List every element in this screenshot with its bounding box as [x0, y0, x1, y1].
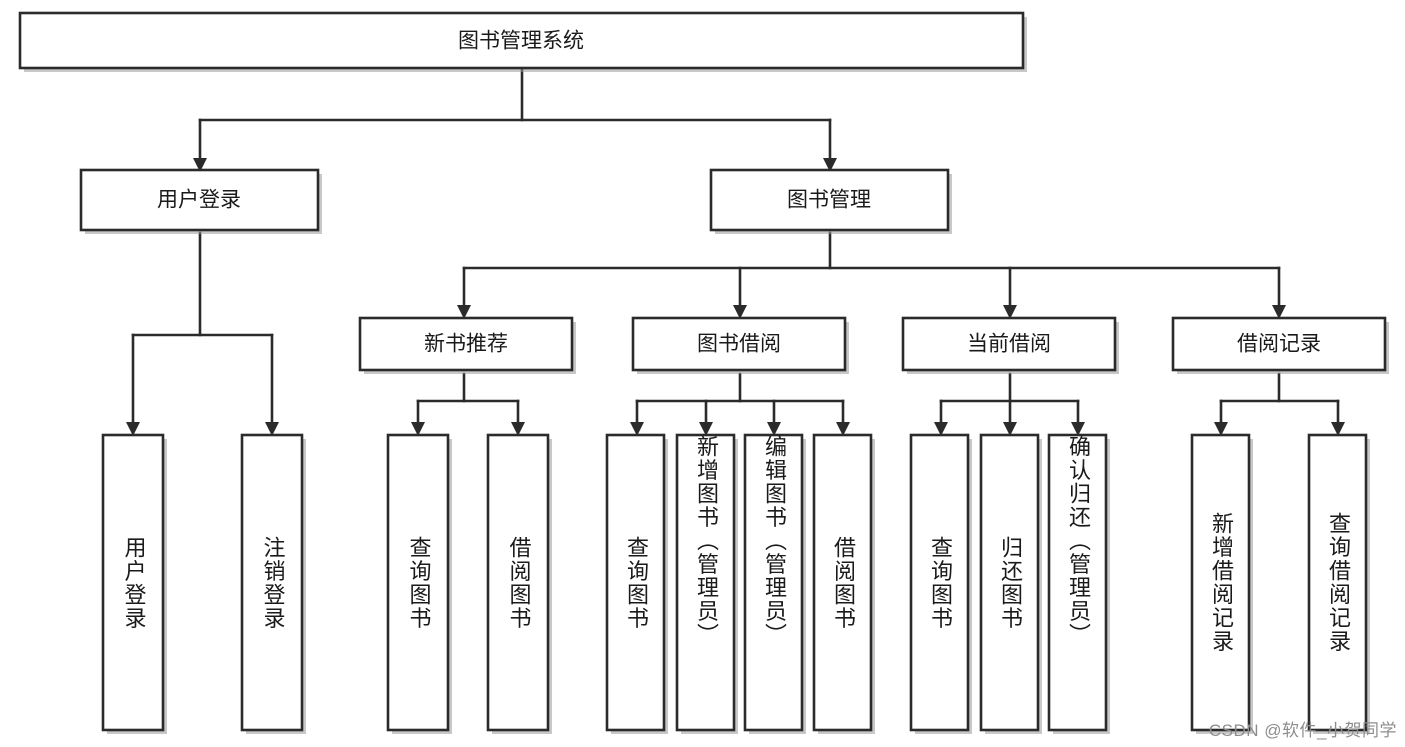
node-borrow-record[interactable]: 借阅记录 — [1171, 316, 1389, 374]
arrow-book-mgmt-to-borrow — [733, 305, 747, 319]
leaf-box-query-book-2[interactable] — [605, 433, 666, 732]
arrow-user-login-leaf1 — [126, 422, 140, 436]
leaf-box-user-login[interactable] — [101, 433, 165, 732]
node-user-login-label: 用户登录 — [157, 189, 241, 212]
leaf-box-borrow-book-1[interactable] — [486, 433, 550, 732]
leaf-box-logout[interactable] — [240, 433, 304, 732]
arrow-newbook-leaf1 — [411, 422, 425, 436]
arrow-borrow-leaf3 — [767, 422, 781, 436]
node-current-borrow-label: 当前借阅 — [967, 333, 1051, 356]
arrow-root-to-book-mgmt — [823, 158, 837, 172]
leaf-box-edit-book-admin[interactable] — [743, 433, 804, 732]
connector-group-record — [1214, 372, 1345, 436]
leaf-box-query-book-3[interactable] — [909, 433, 970, 732]
connector-group-newbook — [411, 372, 525, 436]
arrow-record-leaf2 — [1331, 422, 1345, 436]
connector-group-user-login — [126, 231, 279, 436]
connector-group-book-mgmt — [457, 231, 1286, 319]
node-user-login[interactable]: 用户登录 — [79, 168, 322, 234]
node-book-management[interactable]: 图书管理 — [709, 168, 952, 234]
arrow-current-leaf2 — [1003, 422, 1017, 436]
arrow-borrow-leaf4 — [836, 422, 850, 436]
arrow-book-mgmt-to-current — [1003, 305, 1017, 319]
leaf-box-add-borrow-record[interactable] — [1190, 433, 1251, 732]
connector-group-borrow — [630, 372, 850, 436]
node-borrow-record-label: 借阅记录 — [1237, 333, 1321, 356]
leaf-box-query-book-1[interactable] — [386, 433, 450, 732]
node-new-book-recommend[interactable]: 新书推荐 — [358, 316, 576, 374]
node-root[interactable]: 图书管理系统 — [18, 11, 1027, 72]
arrow-book-mgmt-to-newbook — [457, 305, 471, 319]
node-book-borrow[interactable]: 图书借阅 — [631, 316, 849, 374]
node-book-borrow-label: 图书借阅 — [697, 333, 781, 356]
arrow-current-leaf1 — [934, 422, 948, 436]
node-root-label: 图书管理系统 — [458, 30, 584, 53]
leaf-box-group — [101, 433, 1370, 734]
node-book-management-label: 图书管理 — [787, 189, 871, 212]
csdn-watermark: CSDN @软件_小贺同学 — [1208, 721, 1397, 740]
arrow-record-leaf1 — [1214, 422, 1228, 436]
leaf-box-confirm-return-admin[interactable] — [1047, 433, 1108, 732]
arrow-newbook-leaf2 — [511, 422, 525, 436]
arrow-borrow-leaf2 — [699, 422, 713, 436]
arrow-current-leaf3 — [1071, 422, 1085, 436]
leaf-box-add-book-admin[interactable] — [675, 433, 736, 732]
arrow-book-mgmt-to-record — [1272, 305, 1286, 319]
arrow-user-login-leaf2 — [265, 422, 279, 436]
node-new-book-recommend-label: 新书推荐 — [424, 333, 508, 356]
node-current-borrow[interactable]: 当前借阅 — [901, 316, 1119, 374]
leaf-box-return-book[interactable] — [979, 433, 1040, 732]
connector-group-root — [193, 66, 837, 172]
connector-group-current — [934, 372, 1085, 436]
leaf-box-query-borrow-record[interactable] — [1307, 433, 1368, 732]
leaf-box-borrow-book-2[interactable] — [812, 433, 873, 732]
arrow-borrow-leaf1 — [630, 422, 644, 436]
arrow-root-to-user-login — [193, 158, 207, 172]
